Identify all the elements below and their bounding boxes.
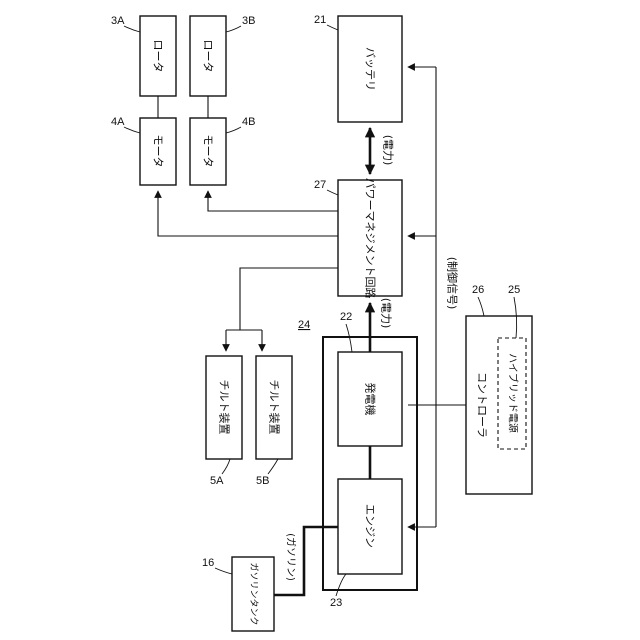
ref-4b: 4B xyxy=(242,116,255,128)
ref-22: 22 xyxy=(340,311,352,323)
rotor-b-label: ロータ xyxy=(202,40,215,73)
power-management-label: パワーマネジメント回路 xyxy=(364,178,377,299)
motor-b-label: モータ xyxy=(202,135,215,168)
ref-3b-leader xyxy=(226,26,241,32)
ref-25: 25 xyxy=(508,284,520,296)
ref-5b-leader xyxy=(268,459,278,474)
ref-23-leader xyxy=(336,574,346,596)
ref-26: 26 xyxy=(472,284,484,296)
pm-to-motor-b-line xyxy=(208,191,338,211)
ref-26-leader xyxy=(478,297,484,316)
battery-label: バッテリ xyxy=(364,47,377,91)
ref-5b: 5B xyxy=(256,475,269,487)
ref-4a: 4A xyxy=(111,116,125,128)
gas-tank-label: ガソリンタンク xyxy=(248,562,259,625)
pm-to-motor-a-line xyxy=(158,191,338,236)
ref-27: 27 xyxy=(314,179,326,191)
ref-24: 24 xyxy=(298,319,310,331)
control-signal-label: (制御信号) xyxy=(446,257,460,310)
rotor-a-label: ロータ xyxy=(152,40,165,73)
ref-21-leader xyxy=(327,25,338,30)
power-label-generator: (電力) xyxy=(380,298,393,329)
ref-4b-leader xyxy=(226,127,241,133)
ref-23: 23 xyxy=(330,597,342,609)
generator-label: 発電機 xyxy=(364,383,378,416)
power-label-battery: (電力) xyxy=(382,135,395,166)
tilt-b-label: チルト装置 xyxy=(268,380,281,435)
ref-3b: 3B xyxy=(242,15,255,27)
ref-5a-leader xyxy=(222,459,230,474)
ref-3a: 3A xyxy=(111,15,125,27)
gasoline-label: (ガソリン) xyxy=(285,533,297,581)
ref-16-leader xyxy=(215,568,232,574)
engine-label: エンジン xyxy=(364,504,377,548)
fuel-line xyxy=(274,527,338,595)
ref-21: 21 xyxy=(314,14,326,26)
ref-16: 16 xyxy=(202,557,214,569)
hybrid-power-label: ハイブリッド電源 xyxy=(507,353,520,433)
pm-to-tilt-line xyxy=(240,268,338,330)
tilt-a-label: チルト装置 xyxy=(218,380,231,435)
ref-4a-leader xyxy=(124,127,140,133)
motor-a-label: モータ xyxy=(152,135,165,168)
controller-label: コントローラ xyxy=(476,372,489,438)
ref-5a: 5A xyxy=(210,475,224,487)
ref-3a-leader xyxy=(124,26,140,32)
ref-27-leader xyxy=(327,190,338,195)
